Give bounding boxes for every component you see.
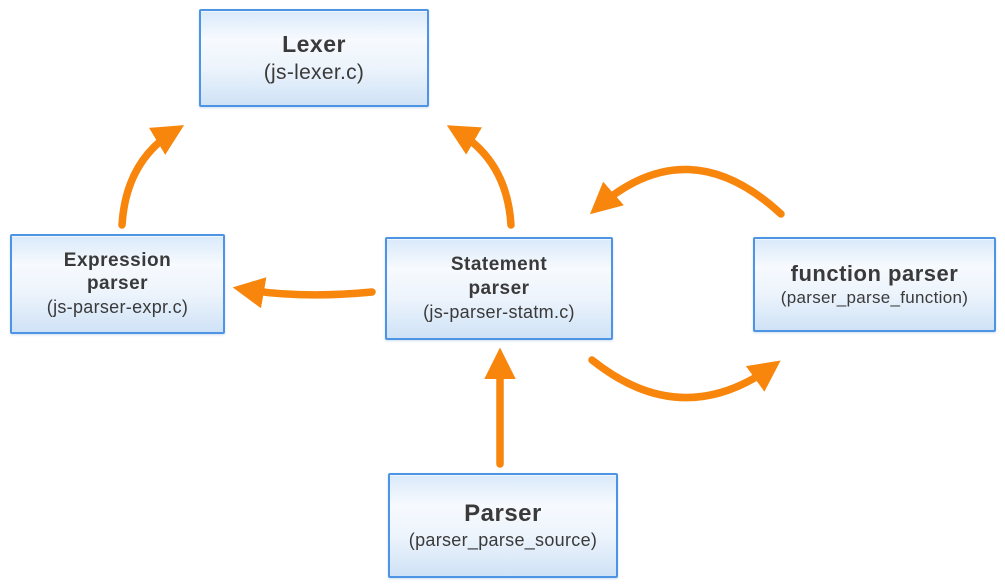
node-statement-parser-subtitle: (js-parser-statm.c) [423,301,575,322]
node-parser-title: Parser [464,499,542,529]
node-function-parser-title: function parser [791,260,959,288]
node-lexer-title: Lexer [282,30,346,59]
node-parser: Parser (parser_parse_source) [388,473,618,578]
arrow-statement-parser-to-lexer [446,125,515,229]
arrow-function-parser-to-statement-parser [589,165,785,218]
node-function-parser-subtitle: (parser_parse_function) [780,288,969,308]
arrow-statement-parser-to-function-parser [588,356,781,402]
node-statement-parser-title-line2: parser [468,277,530,299]
node-function-parser-title-line: function parser [790,260,959,286]
node-function-parser: function parser (parser_parse_function) [753,237,996,332]
node-statement-parser-title-line1: Statement [450,254,548,276]
node-parser-title-line: Parser [464,499,542,527]
node-expression-parser: Expression parser (js-parser-expr.c) [10,234,225,334]
node-lexer: Lexer (js-lexer.c) [199,9,429,107]
node-expression-parser-title-line2: parser [86,273,149,295]
node-parser-subtitle: (parser_parse_source) [408,529,598,550]
node-statement-parser: Statement parser (js-parser-statm.c) [385,237,613,340]
node-lexer-title-line: Lexer [282,30,346,57]
node-expression-parser-title: Expression parser [64,249,171,297]
node-expression-parser-subtitle: (js-parser-expr.c) [46,297,189,318]
node-lexer-subtitle: (js-lexer.c) [263,60,365,84]
node-expression-parser-title-line1: Expression [63,249,172,271]
node-statement-parser-title: Statement parser [451,253,547,301]
arrow-statement-parser-to-expression-parser [232,277,376,309]
arrow-expression-parser-to-lexer [118,125,185,229]
